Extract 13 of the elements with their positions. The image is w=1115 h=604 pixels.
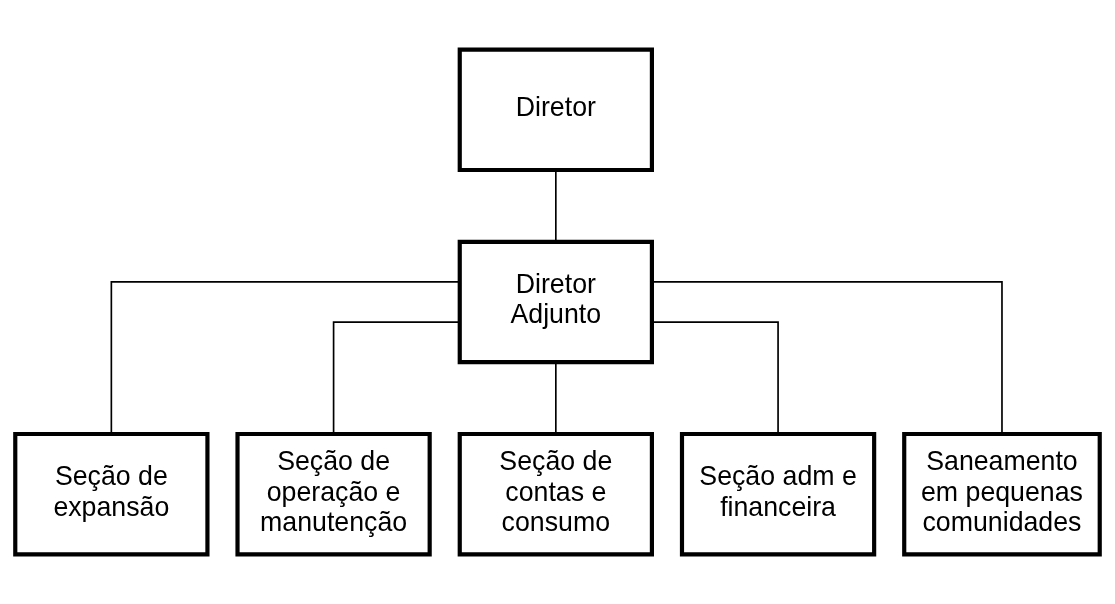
connector [332, 321, 461, 435]
node-box: Seção adm e financeira [679, 431, 877, 557]
node-box: Seção de operação e manutenção [235, 431, 432, 557]
node-box: Seção de expansão [13, 431, 210, 557]
connector [110, 281, 461, 435]
node-box: Diretor [457, 47, 654, 173]
node-box: Seção de contas e consumo [457, 431, 654, 557]
node-box: Saneamento em pequenas comunidades [902, 431, 1102, 557]
connector [555, 361, 557, 435]
connector [651, 281, 1003, 435]
connector [651, 321, 779, 435]
node-box: Diretor Adjunto [457, 239, 654, 365]
connector [555, 169, 557, 243]
